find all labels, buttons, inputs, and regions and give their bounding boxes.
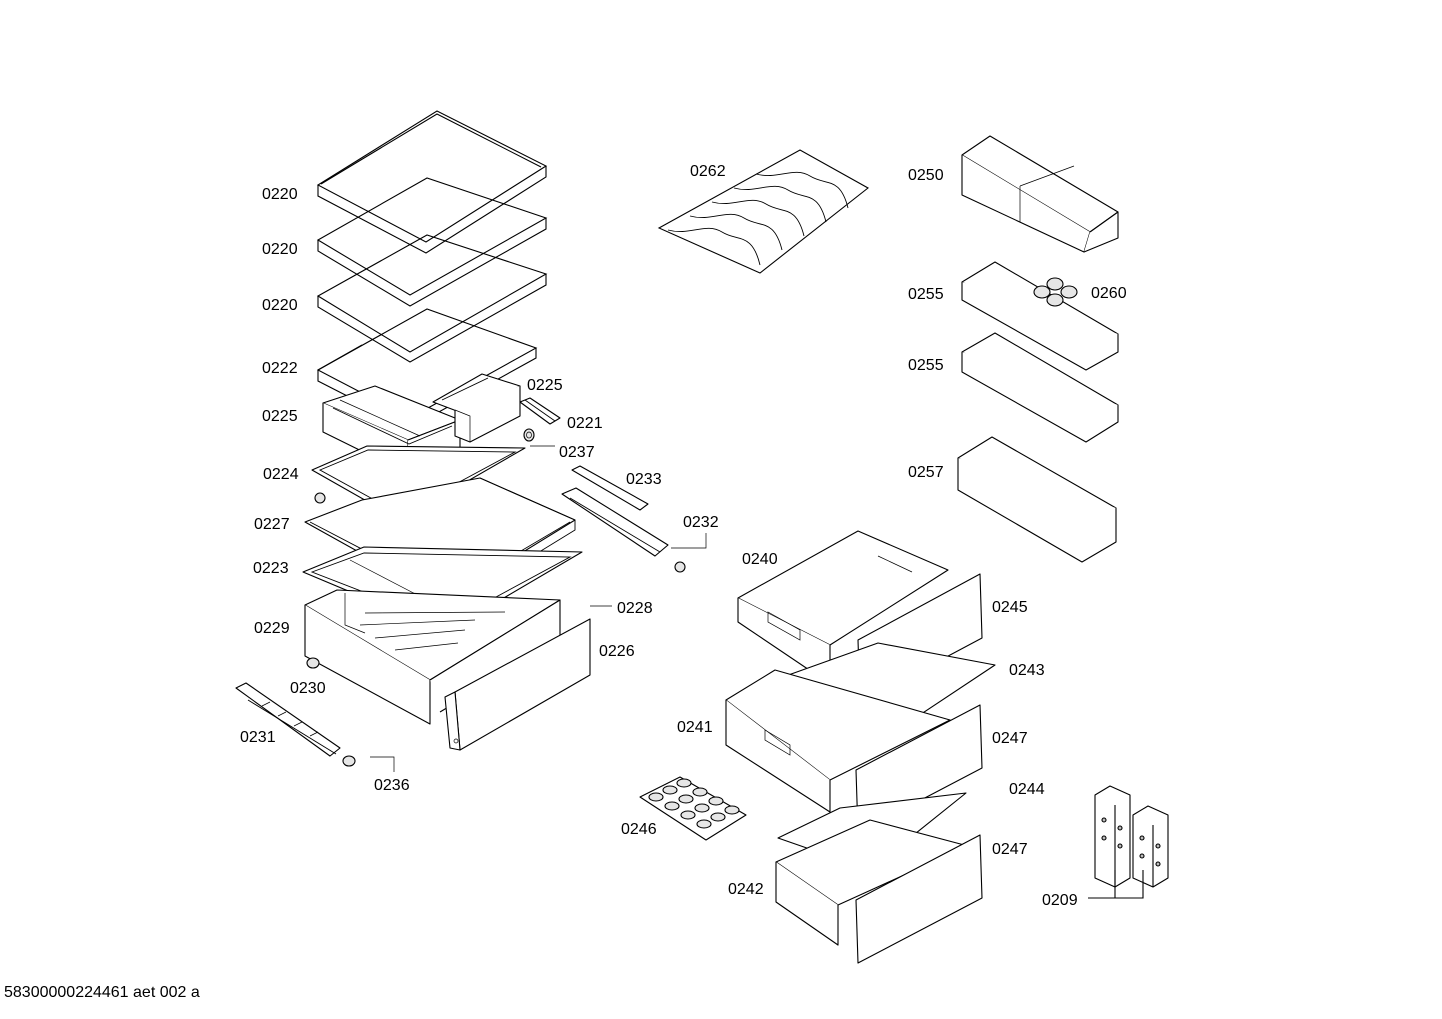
drawer-rail-left xyxy=(235,682,341,757)
label-0226: 0226 xyxy=(599,643,635,660)
label-0236: 0236 xyxy=(374,777,410,794)
label-0247-a: 0247 xyxy=(992,730,1028,747)
door-shelf-b xyxy=(961,332,1119,443)
rail-guide xyxy=(561,487,669,557)
label-0231: 0231 xyxy=(240,729,276,746)
roller-b xyxy=(342,755,356,767)
wire-bottle-rack xyxy=(657,149,869,274)
door-shelf-a xyxy=(961,261,1119,371)
cold-packs xyxy=(1088,785,1169,899)
knob-small xyxy=(523,428,535,442)
shelf-glass-2 xyxy=(316,177,548,307)
door-box xyxy=(961,135,1119,253)
egg-tray xyxy=(639,776,747,841)
label-0225-right: 0225 xyxy=(527,377,563,394)
label-0228: 0228 xyxy=(617,600,653,617)
label-0241: 0241 xyxy=(677,719,713,736)
freezer-drawer-mid xyxy=(725,669,951,813)
label-0257: 0257 xyxy=(908,464,944,481)
label-0262: 0262 xyxy=(690,163,726,180)
rail-cover xyxy=(571,465,649,511)
label-0221: 0221 xyxy=(567,415,603,432)
label-0220-b: 0220 xyxy=(262,241,298,258)
label-0260: 0260 xyxy=(1091,285,1127,302)
label-0224: 0224 xyxy=(263,466,299,483)
document-code: 58300000224461 aet 002 a xyxy=(4,984,200,1001)
egg-insert xyxy=(1033,277,1078,307)
label-0223: 0223 xyxy=(253,560,289,577)
shelf-glass-3 xyxy=(316,234,548,363)
crisper-front-panel xyxy=(444,618,591,751)
label-0247-b: 0247 xyxy=(992,841,1028,858)
label-0220-a: 0220 xyxy=(262,186,298,203)
shelf-rail-right xyxy=(519,397,561,425)
label-0229: 0229 xyxy=(254,620,290,637)
crisper-drawer xyxy=(304,589,561,725)
label-0233: 0233 xyxy=(626,471,662,488)
label-0250: 0250 xyxy=(908,167,944,184)
label-0227: 0227 xyxy=(254,516,290,533)
vegetable-tray-right xyxy=(432,373,521,443)
door-bottle-shelf xyxy=(957,436,1117,563)
label-0245: 0245 xyxy=(992,599,1028,616)
callout-labels: 0220 0220 0220 0222 0225 0225 0221 0237 … xyxy=(240,163,1127,909)
label-0243: 0243 xyxy=(1009,662,1045,679)
freezer-drawer-bottom xyxy=(775,819,969,946)
roller-left xyxy=(306,657,320,669)
label-0220-c: 0220 xyxy=(262,297,298,314)
label-0255-a: 0255 xyxy=(908,286,944,303)
label-0230: 0230 xyxy=(290,680,326,697)
label-0240: 0240 xyxy=(742,551,778,568)
shelf-glass-1 xyxy=(316,110,548,254)
label-0246: 0246 xyxy=(621,821,657,838)
label-0244: 0244 xyxy=(1009,781,1045,798)
label-0222: 0222 xyxy=(262,360,298,377)
freezer-drawer-bottom-front xyxy=(855,834,983,964)
label-0232: 0232 xyxy=(683,514,719,531)
label-0209: 0209 xyxy=(1042,892,1078,909)
label-0225-left: 0225 xyxy=(262,408,298,425)
rail-knob xyxy=(674,561,686,573)
label-0255-b: 0255 xyxy=(908,357,944,374)
label-0242: 0242 xyxy=(728,881,764,898)
leader-lines xyxy=(370,445,707,772)
label-0237: 0237 xyxy=(559,444,595,461)
